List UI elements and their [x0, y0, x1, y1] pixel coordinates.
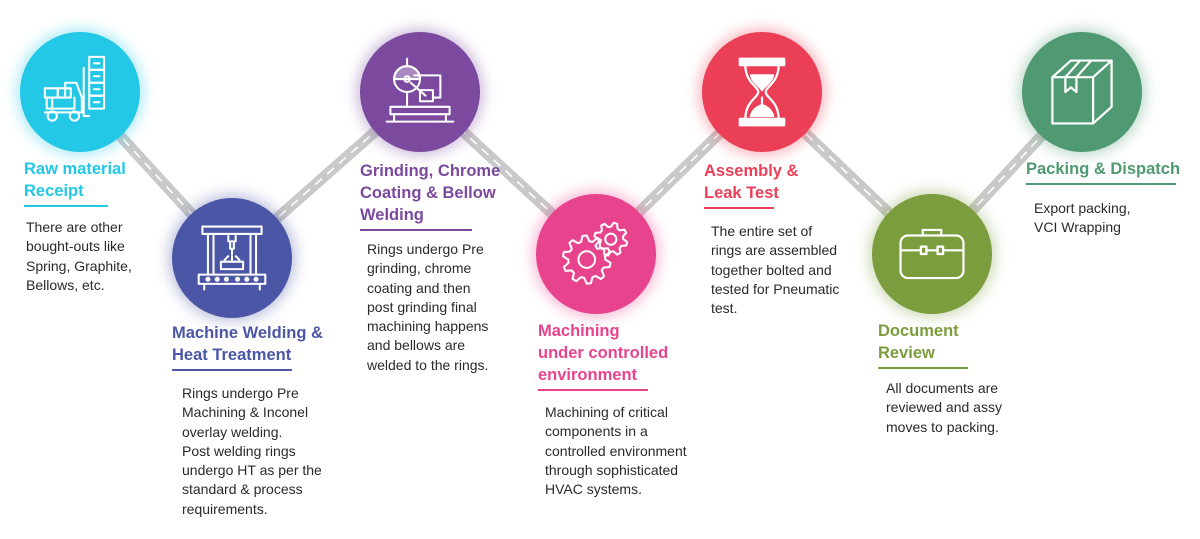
grinder-icon	[385, 57, 455, 123]
description-line: tested for Pneumatic	[711, 280, 840, 297]
step-grinding-description: Rings undergo Pre grinding, chrome coating…	[367, 240, 488, 375]
step-grinding-circle	[360, 32, 480, 152]
step-machining-description: Machining of critical components in a cont…	[545, 403, 687, 499]
description-line: Post welding rings	[182, 442, 296, 459]
title-underline	[24, 205, 108, 207]
title-line: Welding	[360, 206, 424, 224]
description-line: standard & process	[182, 481, 303, 498]
step-machining-circle	[536, 194, 656, 314]
step-machining-title: Machining under controlled environment	[538, 320, 668, 395]
description-line: controlled environment	[545, 442, 687, 459]
title-line: Review	[878, 344, 935, 362]
title-line: Coating & Bellow	[360, 184, 496, 202]
title-line: Packing & Dispatch	[1026, 160, 1181, 178]
description-line: Export packing,	[1034, 200, 1131, 216]
step-assembly-circle	[702, 32, 822, 152]
title-line: Raw material	[24, 160, 126, 178]
description-line: components in a	[545, 423, 648, 440]
briefcase-icon	[899, 228, 965, 280]
gears-icon	[561, 221, 629, 285]
description-line: HVAC systems.	[545, 481, 642, 498]
description-line: There are other	[26, 219, 123, 235]
description-line: Rings undergo Pre	[182, 385, 299, 401]
description-line: machining happens	[367, 318, 489, 335]
step-packing-circle	[1022, 32, 1142, 152]
description-line: requirements.	[182, 500, 268, 517]
forklift-icon	[43, 55, 106, 122]
title-underline	[704, 207, 774, 209]
description-line: All documents are	[886, 380, 999, 396]
title-underline	[172, 369, 292, 371]
step-raw-material-circle	[20, 32, 140, 152]
title-underline	[1026, 183, 1176, 185]
description-line: Machining & Inconel	[182, 404, 309, 421]
title-line: Receipt	[24, 182, 84, 200]
title-underline	[878, 367, 968, 369]
description-line: Machining of critical	[545, 404, 668, 420]
description-line: grinding, chrome	[367, 260, 472, 277]
title-line: under controlled	[538, 344, 669, 362]
step-assembly-title: Assembly & Leak Test	[704, 160, 798, 213]
description-line: together bolted and	[711, 261, 832, 278]
title-line: Machine Welding &	[172, 324, 323, 342]
step-document-review-description: All documents are reviewed and assy moves …	[886, 379, 1002, 437]
step-packing-description: Export packing, VCI Wrapping	[1034, 199, 1131, 238]
description-line: Bellows, etc.	[26, 276, 105, 293]
description-line: The entire set of	[711, 223, 813, 239]
title-line: Assembly &	[704, 162, 799, 180]
description-line: coating and then	[367, 279, 471, 296]
hourglass-icon	[738, 57, 786, 127]
description-line: undergo HT as per the	[182, 462, 322, 479]
title-underline	[360, 229, 472, 231]
step-document-review-circle	[872, 194, 992, 314]
title-line: Leak Test	[704, 184, 779, 202]
description-line: reviewed and assy	[886, 399, 1002, 416]
description-line: post grinding final	[367, 298, 477, 315]
description-line: test.	[711, 300, 738, 317]
title-line: Machining	[538, 322, 620, 340]
description-line: overlay welding.	[182, 423, 283, 440]
description-line: moves to packing.	[886, 418, 999, 435]
title-line: Document	[878, 322, 959, 340]
step-assembly-description: The entire set of rings are assembled toge…	[711, 222, 839, 318]
title-line: Heat Treatment	[172, 346, 292, 364]
step-packing-title: Packing & Dispatch	[1026, 158, 1180, 189]
step-machine-welding-title: Machine Welding & Heat Treatment	[172, 322, 323, 375]
description-line: Spring, Graphite,	[26, 257, 132, 274]
step-machine-welding-circle	[172, 198, 292, 318]
description-line: through sophisticated	[545, 461, 679, 478]
title-line: environment	[538, 366, 638, 384]
title-line: Grinding, Chrome	[360, 162, 501, 180]
description-line: bought-outs like	[26, 238, 125, 255]
description-line: VCI Wrapping	[1034, 219, 1121, 236]
welding-machine-icon	[197, 225, 267, 291]
description-line: rings are assembled	[711, 242, 838, 259]
title-underline	[538, 389, 648, 391]
description-line: Rings undergo Pre	[367, 241, 484, 257]
description-line: and bellows are	[367, 337, 466, 354]
box-icon	[1051, 59, 1113, 125]
description-line: welded to the rings.	[367, 356, 489, 373]
